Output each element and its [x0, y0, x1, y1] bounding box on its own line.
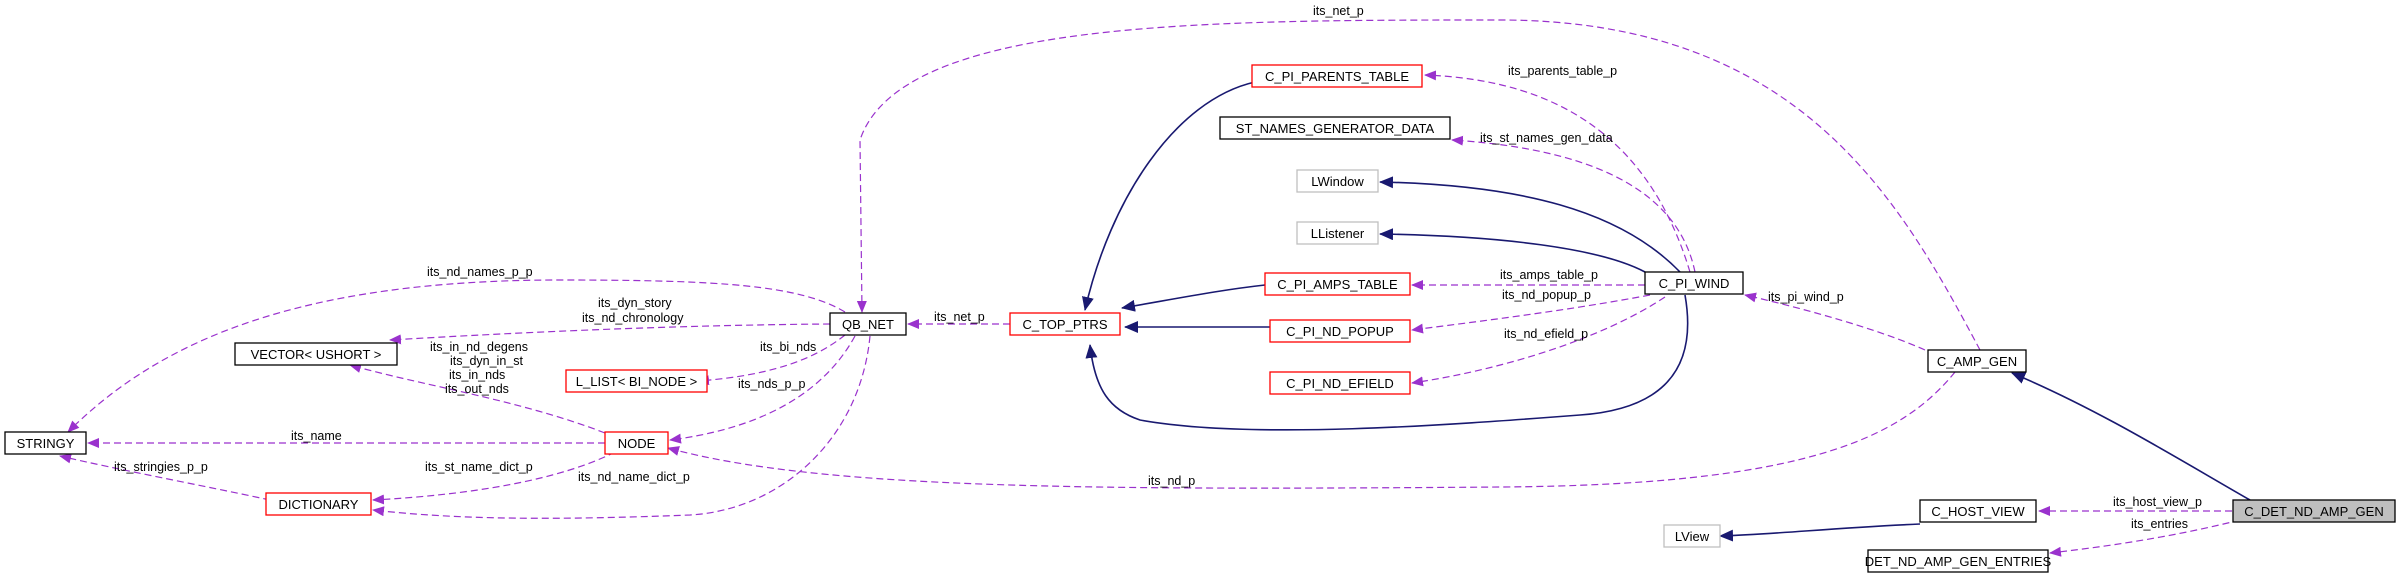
svg-text:C_PI_ND_EFIELD: C_PI_ND_EFIELD [1286, 376, 1394, 391]
label-its-host-view-p: its_host_view_p [2113, 495, 2202, 509]
svg-text:NODE: NODE [618, 436, 656, 451]
label-its-st-name-dict-p: its_st_name_dict_p [425, 460, 533, 474]
label-its-dyn-story: its_dyn_story [598, 296, 672, 310]
label-its-nd-chronology: its_nd_chronology [582, 311, 684, 325]
edge-det-to-entries [2049, 519, 2241, 557]
node-lwindow[interactable]: LWindow [1296, 169, 1379, 193]
edge-pi-wind-to-top-ptrs [1085, 294, 1689, 431]
node-c-host-view[interactable]: C_HOST_VIEW [1919, 499, 2037, 523]
svg-text:DET_ND_AMP_GEN_ENTRIES: DET_ND_AMP_GEN_ENTRIES [1865, 554, 2052, 569]
node-node[interactable]: NODE [604, 431, 669, 455]
node-c-pi-nd-efield[interactable]: C_PI_ND_EFIELD [1269, 371, 1411, 395]
svg-text:LView: LView [1675, 529, 1710, 544]
edge-node-to-dictionary [372, 451, 616, 505]
svg-text:STRINGY: STRINGY [17, 436, 75, 451]
edge-parents-table-to-top-ptrs [1082, 81, 1256, 311]
edge-dictionary-to-stringy [59, 453, 271, 501]
label-its-nds-p-p: its_nds_p_p [738, 377, 805, 391]
label-its-stringies-p-p: its_stringies_p_p [114, 460, 208, 474]
node-st-names-generator-data[interactable]: ST_NAMES_GENERATOR_DATA [1219, 116, 1451, 140]
edge-det-nd-amp-gen-to-amp-gen [2011, 372, 2251, 501]
svg-text:C_PI_WIND: C_PI_WIND [1659, 276, 1730, 291]
label-its-pi-wind-p: its_pi_wind_p [1768, 290, 1844, 304]
label-its-name: its_name [291, 429, 342, 443]
edge-pi-wind-to-nd-efield [1411, 296, 1666, 387]
node-vector-ushort[interactable]: VECTOR< USHORT > [234, 342, 398, 366]
label-its-nd-name-dict-p: its_nd_name_dict_p [578, 470, 690, 484]
svg-text:DICTIONARY: DICTIONARY [279, 497, 359, 512]
node-c-pi-amps-table[interactable]: C_PI_AMPS_TABLE [1264, 272, 1411, 296]
svg-text:C_PI_AMPS_TABLE: C_PI_AMPS_TABLE [1277, 277, 1398, 292]
label-its-nd-efield-p: its_nd_efield_p [1504, 327, 1588, 341]
svg-text:ST_NAMES_GENERATOR_DATA: ST_NAMES_GENERATOR_DATA [1236, 121, 1435, 136]
svg-text:C_AMP_GEN: C_AMP_GEN [1937, 354, 2017, 369]
edge-qb-net-to-stringy [67, 279, 846, 433]
label-its-net-p-mid: its_net_p [934, 310, 985, 324]
edge-pi-wind-to-nd-popup [1411, 294, 1651, 334]
node-llistener[interactable]: LListener [1296, 221, 1379, 245]
label-its-nd-popup-p: its_nd_popup_p [1502, 288, 1591, 302]
svg-text:LWindow: LWindow [1311, 174, 1364, 189]
node-stringy[interactable]: STRINGY [4, 431, 87, 455]
svg-text:C_HOST_VIEW: C_HOST_VIEW [1931, 504, 2025, 519]
node-c-det-nd-amp-gen[interactable]: C_DET_ND_AMP_GEN [2232, 499, 2396, 523]
node-c-pi-parents-table[interactable]: C_PI_PARENTS_TABLE [1251, 64, 1423, 88]
svg-text:C_PI_PARENTS_TABLE: C_PI_PARENTS_TABLE [1265, 69, 1409, 84]
edge-pi-wind-to-st-names-gen-data [1451, 135, 1696, 273]
label-its-parents-table-p: its_parents_table_p [1508, 64, 1617, 78]
edge-node-to-vector [349, 363, 606, 434]
node-lview[interactable]: LView [1663, 524, 1721, 548]
edge-pi-wind-to-lwindow [1379, 176, 1681, 273]
label-its-bi-nds: its_bi_nds [760, 340, 816, 354]
label-its-entries: its_entries [2131, 517, 2188, 531]
node-qb-net[interactable]: QB_NET [829, 312, 907, 336]
label-its-in-nd-degens: its_in_nd_degens [430, 340, 528, 354]
edge-host-view-to-lview [1719, 523, 1921, 542]
svg-text:C_DET_ND_AMP_GEN: C_DET_ND_AMP_GEN [2244, 504, 2383, 519]
label-its-in-nds: its_in_nds [449, 368, 505, 382]
node-c-amp-gen[interactable]: C_AMP_GEN [1927, 349, 2027, 373]
svg-text:C_PI_ND_POPUP: C_PI_ND_POPUP [1286, 324, 1394, 339]
edge-qb-net-to-node [669, 335, 856, 444]
edge-pi-wind-to-parents-table [1424, 70, 1691, 273]
label-its-net-p-top: its_net_p [1313, 4, 1364, 18]
label-its-nd-p: its_nd_p [1148, 474, 1195, 488]
svg-text:C_TOP_PTRS: C_TOP_PTRS [1022, 317, 1107, 332]
edge-qb-net-to-l-list [697, 334, 846, 386]
node-c-top-ptrs[interactable]: C_TOP_PTRS [1009, 312, 1121, 336]
edge-qb-net-to-vector [389, 323, 831, 345]
svg-text:LListener: LListener [1311, 226, 1365, 241]
svg-text:QB_NET: QB_NET [842, 317, 894, 332]
label-its-st-names-gen-data: its_st_names_gen_data [1480, 131, 1613, 145]
node-dictionary[interactable]: DICTIONARY [265, 492, 372, 516]
edge-amps-table-to-top-ptrs [1121, 284, 1266, 312]
edge-amp-gen-to-qb-net [856, 19, 1981, 351]
edge-amp-gen-to-node [667, 371, 1956, 489]
label-its-out-nds: its_out_nds [445, 382, 509, 396]
node-c-pi-wind[interactable]: C_PI_WIND [1644, 271, 1744, 295]
node-c-pi-nd-popup[interactable]: C_PI_ND_POPUP [1269, 319, 1411, 343]
node-l-list-bi-node[interactable]: L_LIST< BI_NODE > [565, 369, 708, 393]
node-det-nd-amp-gen-entries[interactable]: DET_ND_AMP_GEN_ENTRIES [1865, 549, 2052, 573]
label-its-amps-table-p: its_amps_table_p [1500, 268, 1598, 282]
svg-text:L_LIST< BI_NODE >: L_LIST< BI_NODE > [576, 374, 697, 389]
edge-pi-wind-to-llistener [1379, 228, 1646, 273]
label-its-nd-names-p-p: its_nd_names_p_p [427, 265, 533, 279]
svg-text:VECTOR< USHORT >: VECTOR< USHORT > [251, 347, 382, 362]
edge-qb-net-to-dictionary [372, 335, 871, 519]
label-its-dyn-in-st: its_dyn_in_st [450, 354, 523, 368]
